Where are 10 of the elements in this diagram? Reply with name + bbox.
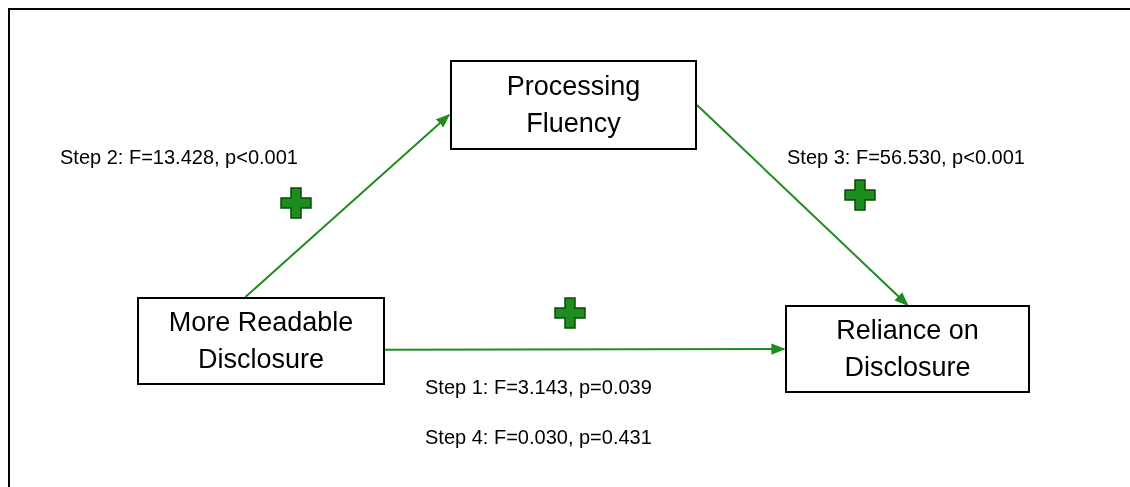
statistic-label: Step 1: F=3.143, p=0.039 <box>425 376 652 399</box>
arrow <box>384 343 786 355</box>
statistic-label: Step 2: F=13.428, p<0.001 <box>60 146 298 169</box>
statistic-label: Step 4: F=0.030, p=0.431 <box>425 426 652 449</box>
process-box: Processing Fluency <box>450 60 697 150</box>
process-box: More Readable Disclosure <box>137 297 385 385</box>
arrow <box>244 113 451 298</box>
statistic-label: Step 3: F=56.530, p<0.001 <box>787 146 1025 169</box>
process-box: Reliance on Disclosure <box>785 305 1030 393</box>
arrow <box>696 104 909 306</box>
